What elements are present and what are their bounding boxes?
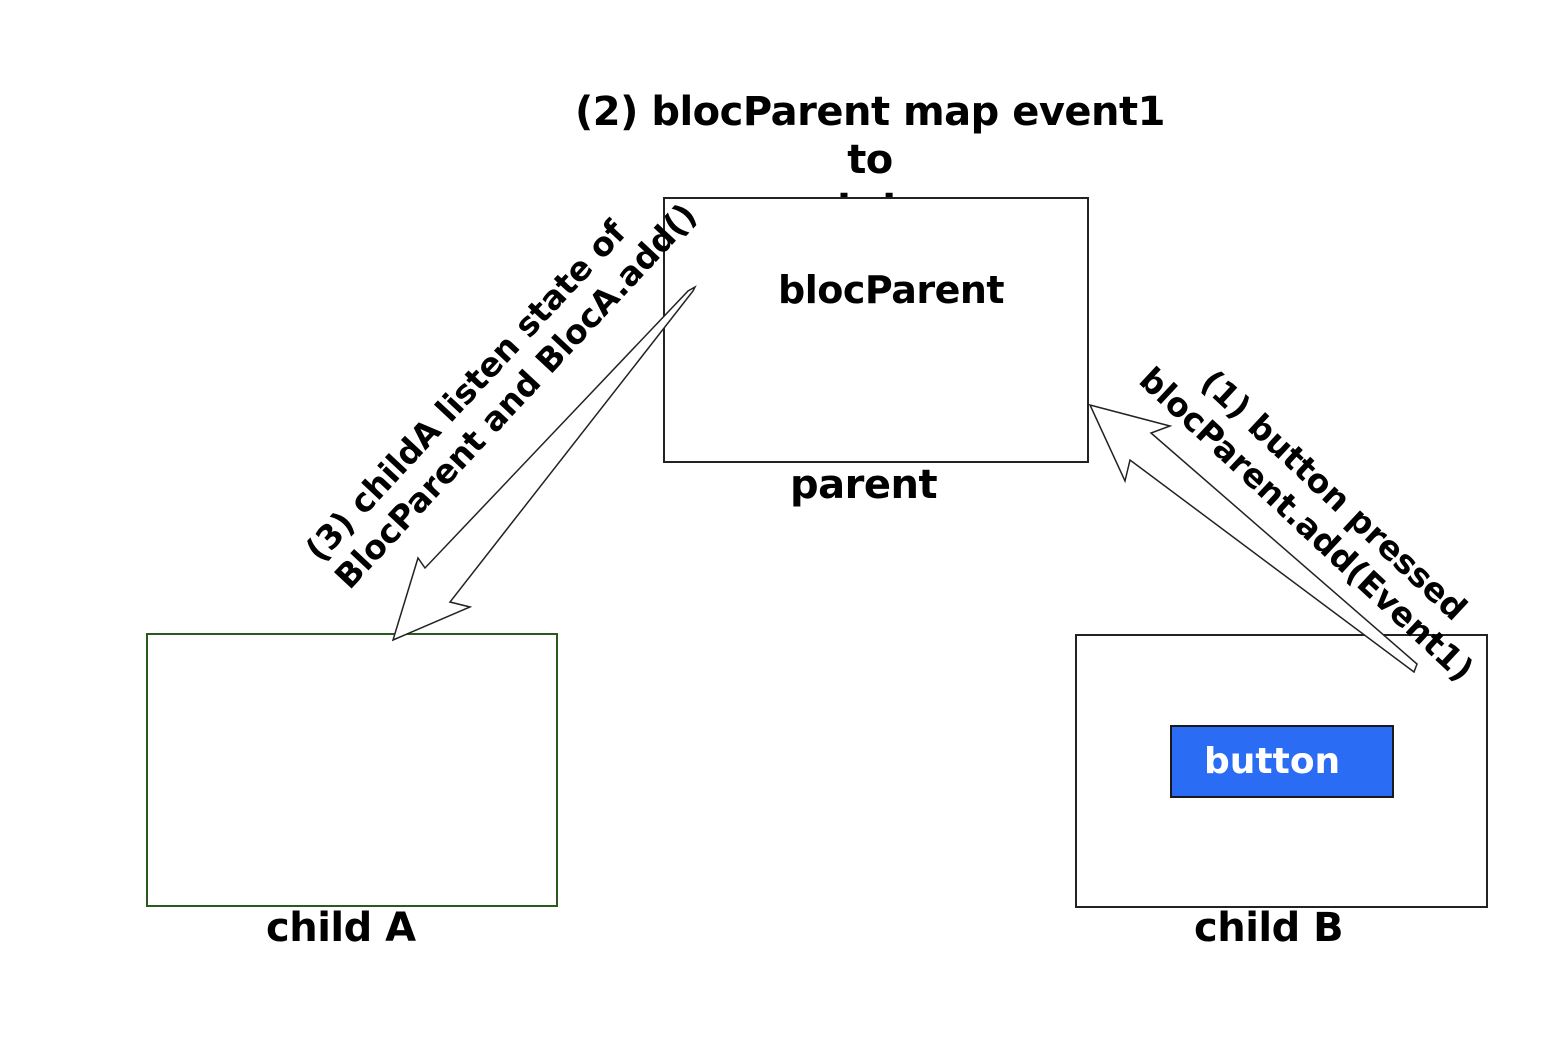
arrow-child-b-to-parent [1088, 403, 1418, 674]
parent-box [663, 197, 1089, 463]
child-b-button[interactable]: button [1170, 725, 1394, 798]
child-b-caption: child B [1194, 905, 1344, 951]
arrow-parent-to-child-a [391, 285, 697, 642]
parent-caption: parent [790, 462, 938, 508]
child-a-box [146, 633, 558, 907]
diagram-title-line-1: (2) blocParent map event1 to [575, 89, 1165, 183]
child-a-caption: child A [266, 905, 416, 951]
parent-inner-label: blocParent [778, 268, 1005, 312]
